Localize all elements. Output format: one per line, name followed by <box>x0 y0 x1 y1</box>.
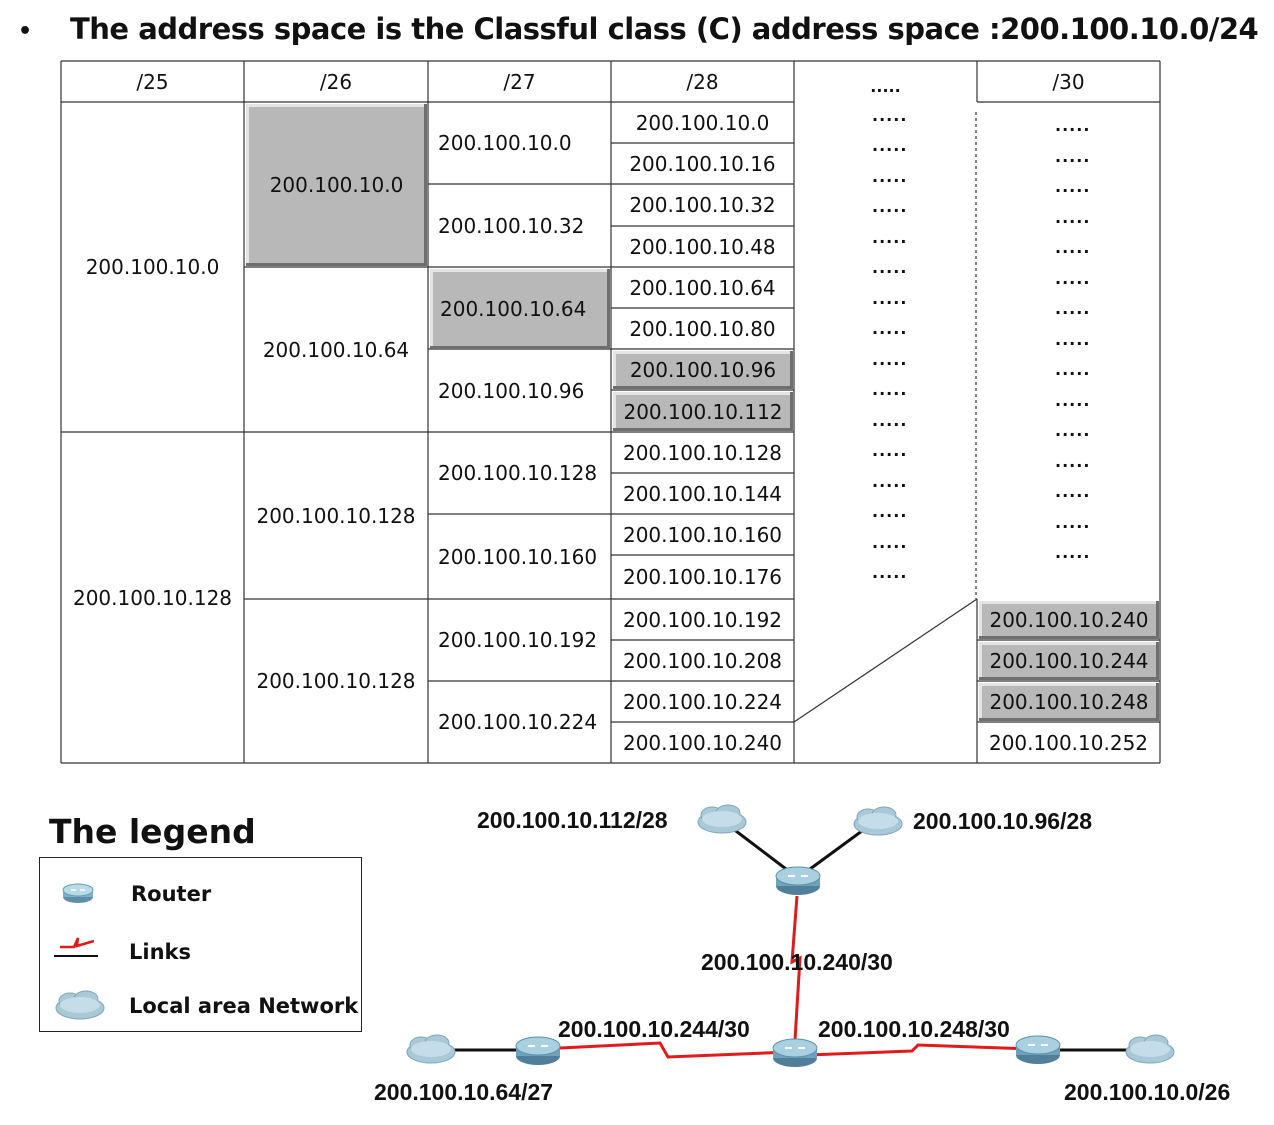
label-link-248: 200.100.10.248/30 <box>818 1016 1010 1042</box>
cell-30-3: 200.100.10.252 <box>988 730 1149 755</box>
dots-30-3: ..... <box>1055 208 1091 227</box>
header-28: /28 <box>686 69 719 94</box>
cell-28-2: 200.100.10.32 <box>629 193 776 217</box>
cell-30-1: 200.100.10.244 <box>979 642 1159 680</box>
label-link-240: 200.100.10.240/30 <box>701 949 893 975</box>
cell-28-9: 200.100.10.144 <box>622 481 783 506</box>
cell-28-12: 200.100.10.192 <box>622 607 783 632</box>
cell-26-1: 200.100.10.64 <box>262 337 410 362</box>
cell-28-5: 200.100.10.80 <box>629 316 776 341</box>
page-title: • The address space is the Classful class… <box>18 12 1259 46</box>
dots-mid-10: ..... <box>872 411 908 430</box>
dots-mid-3: ..... <box>872 197 908 216</box>
legend-box <box>39 857 362 1032</box>
dots-30-6: ..... <box>1055 299 1091 318</box>
cell-26-0: 200.100.10.0 <box>246 104 427 266</box>
dots-30-0: ..... <box>1055 116 1091 135</box>
lan-cloud-icon <box>55 990 105 1020</box>
dots-mid-2: ..... <box>872 167 908 186</box>
dots-30-5: ..... <box>1055 269 1091 288</box>
cell-27-3: 200.100.10.96 <box>438 378 585 403</box>
cell-26-2: 200.100.10.128 <box>256 503 416 528</box>
cell-27-6: 200.100.10.192 <box>438 628 598 652</box>
router-icon <box>775 866 821 895</box>
cell-27-2: 200.100.10.64 <box>430 269 610 349</box>
cell-28-11: 200.100.10.176 <box>622 565 783 589</box>
cell-28-3: 200.100.10.48 <box>629 234 776 259</box>
dots-mid-12: ..... <box>872 472 908 491</box>
label-lan-64: 200.100.10.64/27 <box>374 1079 554 1105</box>
dots-30-10: ..... <box>1055 421 1091 440</box>
dots-mid-0: ..... <box>872 106 908 125</box>
lan-cloud-icon <box>697 804 747 834</box>
dots-30-13: ..... <box>1055 513 1091 532</box>
dots-30-7: ..... <box>1055 330 1091 349</box>
label-lan-0: 200.100.10.0/26 <box>1064 1079 1231 1105</box>
dots-mid-5: ..... <box>872 258 908 277</box>
cell-28-0: 200.100.10.0 <box>635 110 770 135</box>
title-text: The address space is the Classful class … <box>70 12 1259 46</box>
dots-30-4: ..... <box>1055 238 1091 257</box>
dots-mid-13: ..... <box>872 502 908 521</box>
header-26: /26 <box>319 69 353 94</box>
dots-mid-8: ..... <box>872 350 908 369</box>
dots-30-11: ..... <box>1055 452 1091 471</box>
cell-28-7: 200.100.10.112 <box>613 392 793 431</box>
dots-30-8: ..... <box>1055 360 1091 379</box>
lan-cloud-icon <box>853 806 903 836</box>
link-icon <box>54 937 98 957</box>
lan-cloud-icon <box>1125 1034 1175 1064</box>
dots-mid-14: ..... <box>872 533 908 552</box>
cell-27-5: 200.100.10.160 <box>438 544 598 569</box>
legend-title: The legend <box>49 812 256 851</box>
label-lan-96: 200.100.10.96/28 <box>913 808 1093 834</box>
cell-26-3: 200.100.10.128 <box>256 669 416 693</box>
router-icon <box>1015 1035 1061 1064</box>
cell-27-0: 200.100.10.0 <box>438 131 572 155</box>
dots-30-12: ..... <box>1055 482 1091 501</box>
cell-28-1: 200.100.10.16 <box>629 151 776 176</box>
dots-mid-4: ..... <box>872 228 908 247</box>
cell-25-1: 200.100.10.128 <box>72 585 233 610</box>
dots-30-14: ..... <box>1055 543 1091 562</box>
dots-mid-11: ..... <box>872 441 908 460</box>
legend-label-lan: Local area Network <box>129 994 359 1018</box>
header-30: /30 <box>1052 69 1085 94</box>
cell-28-10: 200.100.10.160 <box>622 522 783 547</box>
header-ellipsis: ..... <box>870 77 901 96</box>
label-link-244: 200.100.10.244/30 <box>558 1016 750 1042</box>
cell-30-0: 200.100.10.240 <box>979 601 1159 639</box>
dots-mid-9: ..... <box>872 380 908 399</box>
cell-28-6: 200.100.10.96 <box>613 351 793 389</box>
header-25: /25 <box>136 69 169 94</box>
legend-label-links: Links <box>129 940 191 964</box>
cell-28-14: 200.100.10.224 <box>622 689 783 714</box>
cell-27-7: 200.100.10.224 <box>438 710 598 734</box>
cell-28-4: 200.100.10.64 <box>629 275 776 300</box>
title-bullet: • <box>18 18 32 44</box>
dots-mid-7: ..... <box>872 319 908 338</box>
cell-28-15: 200.100.10.240 <box>622 730 783 755</box>
router-icon <box>772 1038 818 1067</box>
dots-mid-6: ..... <box>872 289 908 308</box>
dots-30-9: ..... <box>1055 391 1091 410</box>
header-27: /27 <box>503 69 536 94</box>
label-lan-112: 200.100.10.112/28 <box>477 807 668 833</box>
dots-30-2: ..... <box>1055 177 1091 196</box>
lan-cloud-icon <box>406 1034 456 1064</box>
cell-28-13: 200.100.10.208 <box>622 648 783 673</box>
cell-27-1: 200.100.10.32 <box>438 213 585 238</box>
dots-mid-15: ..... <box>872 563 908 582</box>
legend-label-router: Router <box>131 882 212 906</box>
cell-27-4: 200.100.10.128 <box>438 461 598 485</box>
cell-25-0: 200.100.10.0 <box>85 255 220 279</box>
dots-30-1: ..... <box>1055 147 1091 166</box>
dots-mid-1: ..... <box>872 136 908 155</box>
cell-30-2: 200.100.10.248 <box>979 683 1159 721</box>
router-icon <box>62 883 94 903</box>
router-icon <box>515 1036 561 1065</box>
cell-28-8: 200.100.10.128 <box>622 440 783 465</box>
